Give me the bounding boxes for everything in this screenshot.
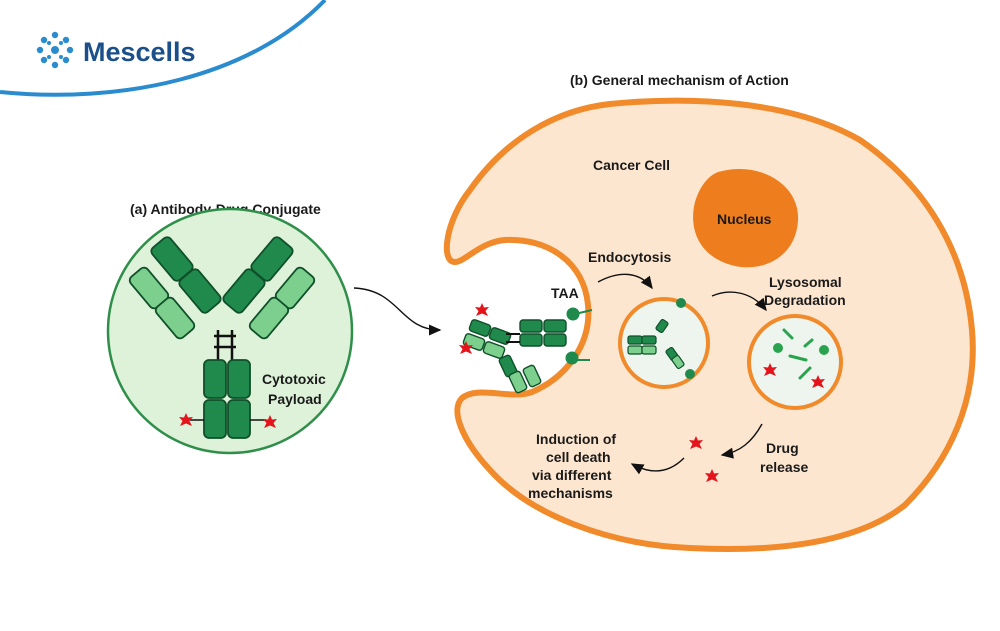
bound-payload-star-1 (475, 303, 489, 316)
release-label-line1: Drug (766, 440, 799, 456)
lysosome-label-line1: Lysosomal (769, 274, 842, 290)
cell-label: Cancer Cell (593, 157, 670, 173)
cell-death-label: Induction of cell death via different me… (528, 431, 616, 501)
arrow-cell-death (630, 457, 685, 475)
arrow-endocytosis (597, 273, 653, 290)
nucleus-label: Nucleus (717, 211, 772, 227)
death-label-line3: via different (532, 467, 612, 483)
death-label-line4: mechanisms (528, 485, 613, 501)
arrow-drug-release (720, 423, 763, 459)
antibody-icon (128, 236, 316, 439)
release-label-line2: release (760, 459, 808, 475)
endosome-vesicle (618, 297, 710, 389)
lysosome-vesicle (747, 314, 843, 410)
mescells-logo: Mescells (36, 31, 196, 69)
logo-icon (36, 31, 74, 69)
taa-label: TAA (551, 285, 579, 301)
death-label-line2: cell death (546, 449, 611, 465)
endocytosis-label: Endocytosis (588, 249, 671, 265)
payload-label-line1: Cytotoxic (262, 371, 326, 387)
arrow-to-lysosome (711, 291, 767, 312)
taa-receptors (565, 307, 593, 365)
cancer-cell (443, 97, 976, 552)
bound-adc (462, 319, 567, 394)
death-label-line1: Induction of (536, 431, 616, 447)
header-swoosh (0, 0, 327, 97)
brand-name: Mescells (83, 37, 196, 67)
payload-label-line2: Payload (268, 391, 322, 407)
arrow-to-cell (353, 287, 442, 336)
lysosome-label-line2: Degradation (764, 292, 846, 308)
panel-b-title: (b) General mechanism of Action (570, 72, 789, 88)
nucleus: Nucleus (693, 168, 799, 268)
